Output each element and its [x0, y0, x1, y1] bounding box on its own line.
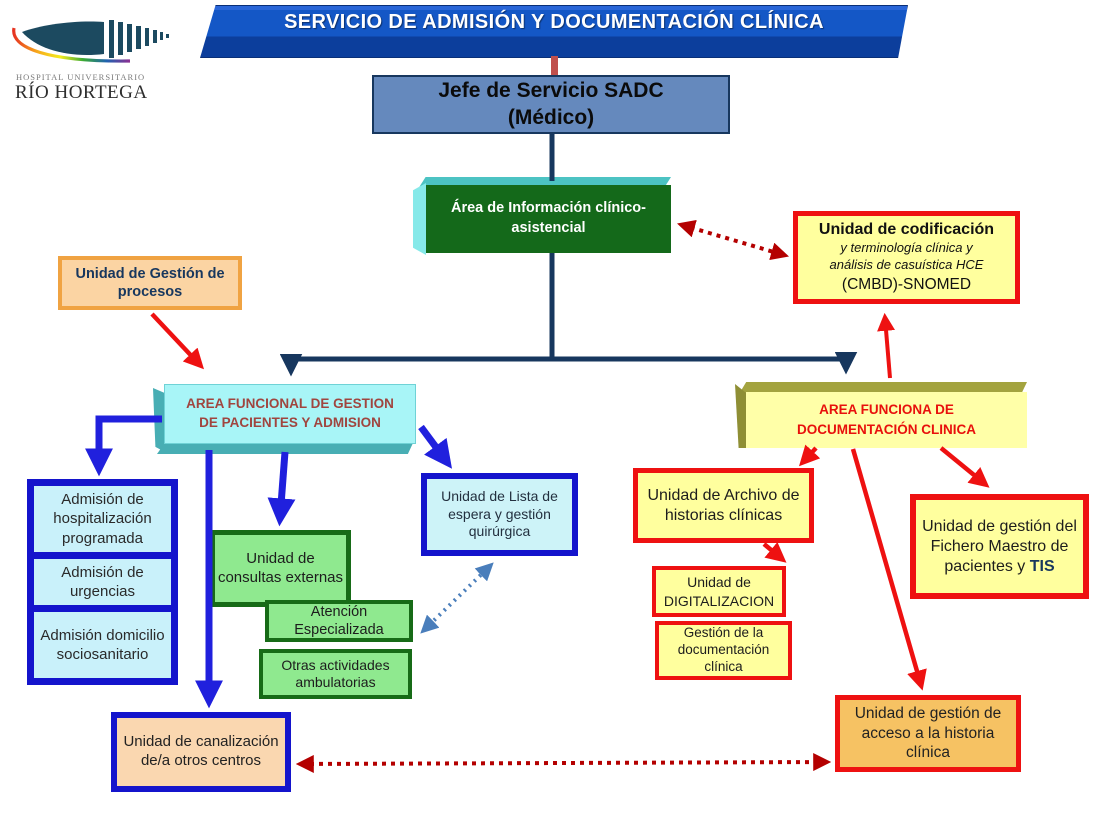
banner-connector-stub [551, 56, 558, 75]
jefe-line1: Jefe de Servicio SADC [438, 79, 664, 103]
bevel-bottom [157, 443, 413, 454]
title-banner: SERVICIO DE ADMISIÓN Y DOCUMENTACIÓN CLÍ… [200, 5, 908, 58]
node-lista-espera: Unidad de Lista de espera y gestión quir… [421, 473, 578, 556]
node-area-informacion: Área de Información clínico-asistencial [413, 177, 671, 255]
hospital-logo-icon [12, 20, 169, 63]
node-admision-domicilio: Admisión domicilio sociosanitario [34, 612, 171, 678]
hospital-logo: HOSPITAL UNIVERSITARIO RÍO HORTEGA [8, 14, 183, 110]
arrow-archivo-digitalizacion [762, 542, 787, 563]
fichero-label: Unidad de gestión del Fichero Maestro de… [922, 517, 1077, 575]
arrow-areainfo-codificacion-dotted [677, 219, 789, 261]
jefe-line2: (Médico) [507, 105, 595, 129]
node-atencion-especializada: Atención Especializada [265, 600, 413, 642]
arrow-areafuncional-listaespera [418, 424, 453, 469]
node-canalizacion: Unidad de canalización de/a otros centro… [111, 712, 291, 792]
node-gestion-documentacion: Gestión de la documentación clínica [655, 621, 792, 680]
node-fichero-maestro: Unidad de gestión del Fichero Maestro de… [910, 494, 1089, 599]
codificacion-sub2: análisis de casuística HCE [829, 257, 984, 273]
arrow-procesos-areafuncional [150, 312, 205, 370]
node-jefe-servicio: Jefe de Servicio SADC (Médico) [372, 75, 730, 134]
node-area-funcional-gestion: AREA FUNCIONAL DE GESTION DE PACIENTES Y… [153, 384, 416, 454]
arrow-areadoc-codificacion [877, 312, 896, 379]
admisiones-stack: Admisión de hospitalización programada A… [27, 479, 178, 685]
area-funcional-line2: DE PACIENTES Y ADMISION [199, 415, 381, 430]
logo-hospital-title: RÍO HORTEGA [15, 82, 148, 103]
node-consultas-externas: Unidad de consultas externas [210, 530, 351, 607]
area-documentacion-line2: DOCUMENTACIÓN CLINICA [797, 422, 976, 437]
arrow-areadoc-archivo [799, 444, 821, 467]
codificacion-sub1: y terminología clínica y [840, 240, 973, 256]
bevel-left [413, 183, 426, 255]
node-acceso-historia: Unidad de gestión de acceso a la histori… [835, 695, 1021, 772]
logo-hospital-name: HOSPITAL UNIVERSITARIO [16, 72, 146, 82]
bevel-top [739, 382, 1027, 394]
codificacion-sub3: (CMBD)-SNOMED [841, 276, 972, 294]
digitalizacion-line1: Unidad de [687, 574, 751, 591]
arrow-areadoc-fichero [939, 446, 990, 488]
gestion-procesos-label: Unidad de Gestión de procesos [75, 265, 225, 300]
node-area-documentacion: AREA FUNCIONA DE DOCUMENTACIÓN CLINICA [735, 382, 1027, 448]
node-archivo-historias: Unidad de Archivo de historias clínicas [633, 468, 814, 543]
node-otras-actividades: Otras actividades ambulatorias [259, 649, 412, 699]
node-digitalizacion: Unidad de DIGITALIZACION [652, 566, 786, 617]
fichero-tis-label: TIS [1029, 557, 1055, 575]
page-title: SERVICIO DE ADMISIÓN Y DOCUMENTACIÓN CLÍ… [284, 11, 824, 33]
node-admision-hospitalizacion: Admisión de hospitalización programada [34, 486, 171, 552]
node-admision-urgencias: Admisión de urgencias [34, 559, 171, 605]
area-funcional-line1: AREA FUNCIONAL DE GESTION [186, 396, 394, 412]
area-informacion-label: Área de Información clínico-asistencial [426, 185, 671, 253]
arrow-canalizacion-acceso-dotted [295, 753, 832, 773]
node-gestion-procesos: Unidad de Gestión de procesos [58, 256, 242, 310]
digitalizacion-line2: DIGITALIZACION [663, 592, 775, 609]
node-unidad-codificacion: Unidad de codificación y terminología cl… [793, 211, 1020, 304]
bevel-left [735, 384, 747, 448]
arrow-atencion-listaespera-dotted [420, 562, 494, 634]
arrow-areafuncional-consultas [267, 451, 296, 527]
codificacion-title: Unidad de codificación [818, 221, 995, 239]
area-documentacion-line1: AREA FUNCIONA DE [819, 402, 954, 418]
